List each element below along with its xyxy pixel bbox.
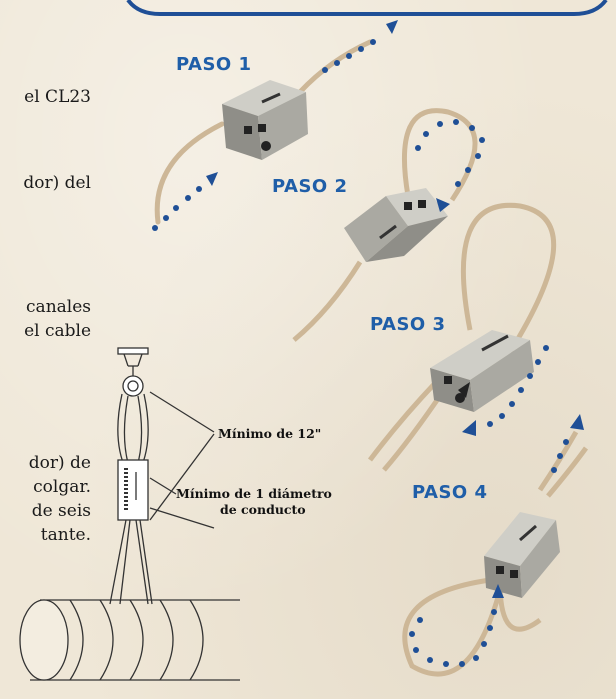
- direction-arrow: [462, 345, 549, 436]
- cable-clamp: [430, 330, 534, 412]
- direction-arrow: [409, 414, 584, 667]
- cable-clamp: [222, 80, 308, 160]
- cable: [402, 108, 478, 202]
- direction-arrow: [152, 20, 398, 231]
- cable: [292, 260, 363, 342]
- min-diameter-label-line1: Mínimo de 1 diámetro: [176, 486, 332, 501]
- body-text-line: canales: [26, 297, 91, 317]
- body-text-line: dor) del: [23, 173, 91, 193]
- step-3-label: PASO 3: [370, 314, 446, 335]
- min-diameter-label-line2: de conducto: [220, 502, 306, 517]
- hanger-diagram: [19, 347, 240, 681]
- body-text-line: dor) de: [28, 453, 91, 473]
- cable: [546, 446, 589, 498]
- step-1-label: PASO 1: [176, 54, 252, 75]
- cable: [297, 39, 373, 95]
- step-4-label: PASO 4: [412, 482, 488, 503]
- min-length-label: Mínimo de 12": [218, 426, 322, 441]
- body-text-line: tante.: [40, 525, 91, 545]
- direction-arrow: [415, 119, 485, 212]
- body-text-line: el cable: [24, 321, 91, 341]
- cable-clamp: [484, 512, 560, 598]
- header-banner-edge: [126, 0, 608, 16]
- body-text-line: colgar.: [33, 477, 91, 497]
- cable: [537, 430, 579, 492]
- body-text-line: el CL23: [24, 87, 91, 107]
- step-1-illustration: [152, 20, 398, 231]
- step-4-illustration: [402, 414, 589, 677]
- cable: [402, 577, 503, 677]
- step-2-label: PASO 2: [272, 176, 348, 197]
- body-text-line: de seis: [31, 501, 91, 521]
- cable: [368, 378, 440, 462]
- cable: [460, 202, 557, 354]
- step-3-illustration: [368, 202, 557, 472]
- cable: [154, 121, 225, 225]
- cable-clamp: [344, 188, 448, 262]
- step-2-illustration: [292, 108, 485, 342]
